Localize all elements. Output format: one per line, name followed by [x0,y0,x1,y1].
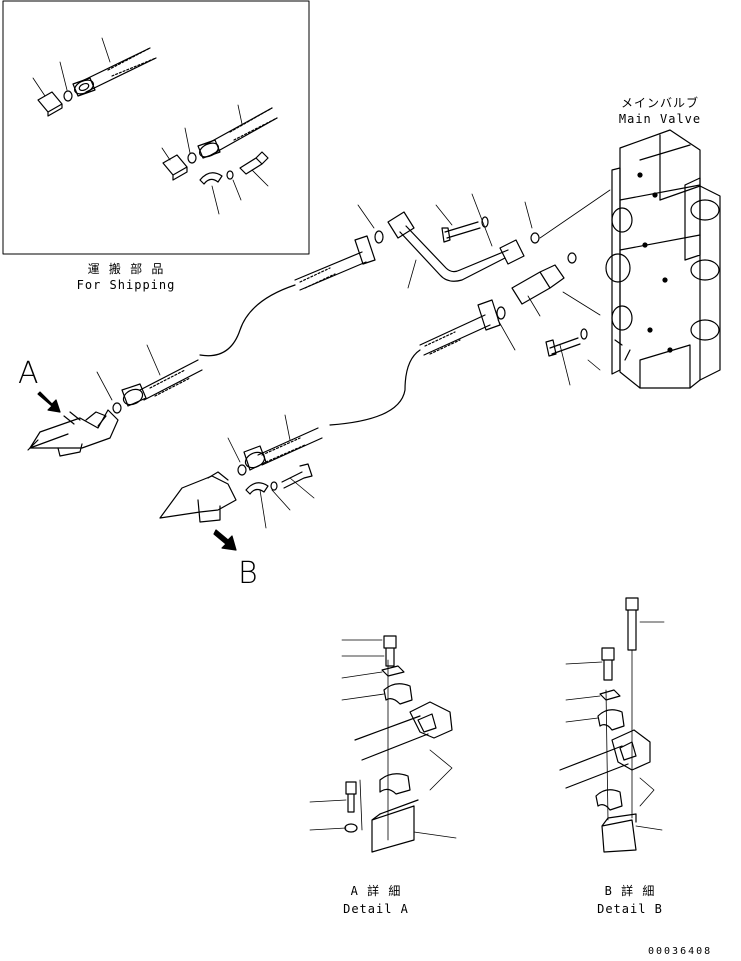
detail-a-drawing [309,635,457,853]
detail-a-clamp-upper [383,683,413,705]
hose-line-upper [199,284,296,357]
hose-upper-1 [294,251,367,291]
oring-b [237,464,247,476]
port-a [29,409,119,449]
shipping-label-en: For Shipping [76,278,176,292]
hose-assembly-b [159,414,323,529]
callout-b-letter: B [238,556,258,591]
shipping-oring-1 [63,90,73,102]
oring-upper [374,230,384,244]
main-valve [605,129,721,389]
tube-flange-upper [387,211,415,239]
detail-b-hose [559,745,629,789]
detail-a-label-jp: A 詳 細 [350,884,402,898]
shipping-washer [226,170,234,180]
detail-b-bolt [601,647,615,681]
hose-line-lower [329,349,421,426]
detail-a-bolt-top [383,635,397,667]
adapter-fitting [511,264,565,305]
hose-upper-2 [419,314,491,356]
arrow-a [37,391,61,413]
hose-b [257,427,323,466]
detail-b-block [601,813,637,853]
split-flange-b [245,482,269,495]
detail-a-bracket [371,799,419,853]
shipping-cap-2 [162,154,188,181]
shipping-cap-1 [37,91,63,117]
rigid-tube [399,225,509,282]
shipping-hose-lower [197,107,278,159]
callout-a-letter: A [18,356,39,391]
main-valve-label-jp: メインバルブ [620,96,699,110]
arrow-b [213,529,237,551]
detail-a-clamp-lower [379,773,411,795]
detail-a-bolt-side [345,781,357,813]
shipping-label-jp: 運 搬 部 品 [87,262,165,276]
detail-b-drawing [559,597,665,853]
washer-b [270,481,278,491]
detail-b-label-en: Detail B [597,902,663,916]
bolt-b [281,463,313,489]
oring-hose-2 [496,306,506,320]
shipping-oring-2 [187,152,197,164]
detail-b-clamp-lower [595,789,623,811]
detail-b-fitting [611,729,651,771]
shipping-split-flange [199,172,223,185]
oring-valve-2 [567,252,577,264]
port-b [159,475,237,519]
detail-a-washer [344,823,358,833]
oring-a [112,402,122,414]
detail-b-clamp-upper [597,709,625,731]
valve-tube-assembly [199,189,611,426]
shipping-inset [2,0,310,255]
bolt-lower [545,337,581,357]
hose-a [139,359,203,401]
detail-a-hose [354,715,429,761]
shipping-bolt [239,151,269,175]
shipping-hose-upper [72,47,157,97]
washer-lower [580,328,588,340]
detail-b-long-bolt [625,597,639,651]
detail-b-plate [599,689,621,701]
oring-valve [530,232,540,244]
tube-flange-lower [499,239,525,265]
detail-a-label-en: Detail A [343,902,409,916]
detail-a-fitting [409,701,453,739]
detail-a-plate [381,665,405,677]
bolt-upper [441,221,481,243]
drawing-number: 00036408 [648,946,713,957]
main-valve-label-en: Main Valve [618,112,702,126]
hose-assembly-a [27,344,203,457]
detail-b-label-jp: B 詳 細 [604,884,656,898]
